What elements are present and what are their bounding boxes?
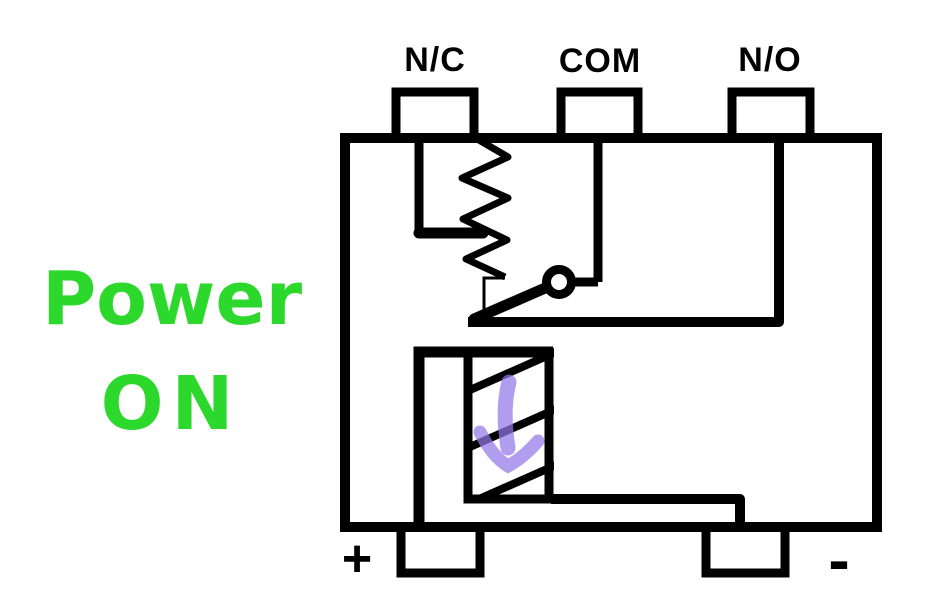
terminal-tab-positive [396,522,485,578]
coil-force-down-arrow-icon [473,374,545,474]
terminal-label-no: N/O [738,41,802,79]
terminal-tab-no [727,87,815,143]
coil-return-arm [551,494,745,524]
spring-zigzag [458,132,512,281]
terminal-tab-nc [391,87,479,143]
terminal-label-negative: - [828,524,850,596]
terminal-label-com: COM [558,42,642,80]
terminal-tab-com [556,87,643,143]
terminal-label-positive: + [341,530,373,588]
power-state-label-line2: ON [100,361,242,447]
relay-body-outline [340,133,882,532]
coil-box [463,347,554,504]
power-state-label-line1: Power [41,256,303,342]
terminal-label-nc: N/C [404,41,466,79]
no-contact-path [468,140,784,327]
spring-link [482,276,505,314]
pivot-circle [542,265,576,299]
terminal-tab-negative [701,522,790,578]
